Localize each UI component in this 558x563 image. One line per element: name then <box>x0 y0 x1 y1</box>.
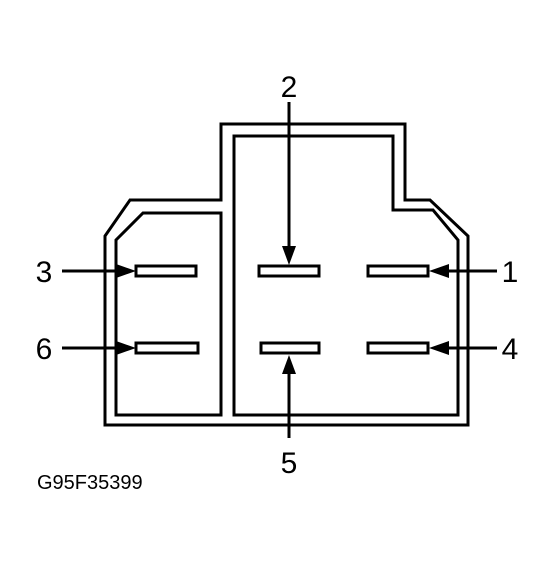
pin-label-3: 3 <box>36 256 53 289</box>
figure-code: G95F35399 <box>37 472 143 494</box>
pin-label-1: 1 <box>502 256 519 289</box>
terminal-4 <box>366 341 430 355</box>
connector-housing-outer <box>103 122 470 427</box>
terminal-3 <box>134 264 198 278</box>
leader-arrow-6 <box>62 341 136 355</box>
leader-arrow-5 <box>282 355 296 438</box>
leader-arrow-1 <box>429 264 497 278</box>
terminal-2 <box>257 264 321 278</box>
leader-arrow-3 <box>62 264 136 278</box>
pin-label-4: 4 <box>502 333 519 366</box>
terminal-1 <box>366 264 430 278</box>
leader-arrow-2 <box>282 102 296 265</box>
leader-arrow-4 <box>429 341 497 355</box>
connector-left-compartment <box>114 211 223 417</box>
pin-label-6: 6 <box>36 333 53 366</box>
terminal-6 <box>134 341 200 355</box>
pin-label-5: 5 <box>281 447 298 480</box>
pin-label-2: 2 <box>281 71 298 104</box>
terminal-5 <box>259 341 321 355</box>
connector-housing-inner <box>232 134 460 417</box>
